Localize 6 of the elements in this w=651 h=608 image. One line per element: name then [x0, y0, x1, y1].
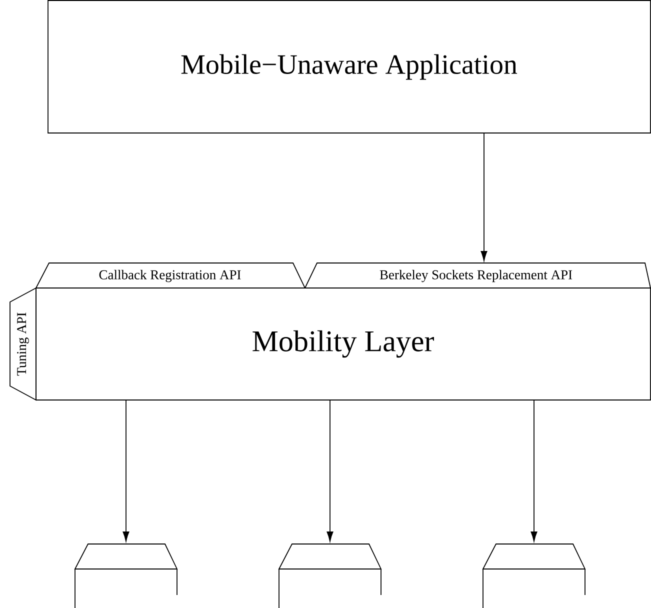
- arrow: [326, 400, 334, 542]
- arrow: [480, 133, 488, 262]
- arrow: [530, 400, 538, 542]
- layer-box: Mobility Layer: [36, 288, 651, 400]
- application-box: Mobile−Unaware Application: [48, 0, 651, 134]
- arrow: [122, 400, 130, 542]
